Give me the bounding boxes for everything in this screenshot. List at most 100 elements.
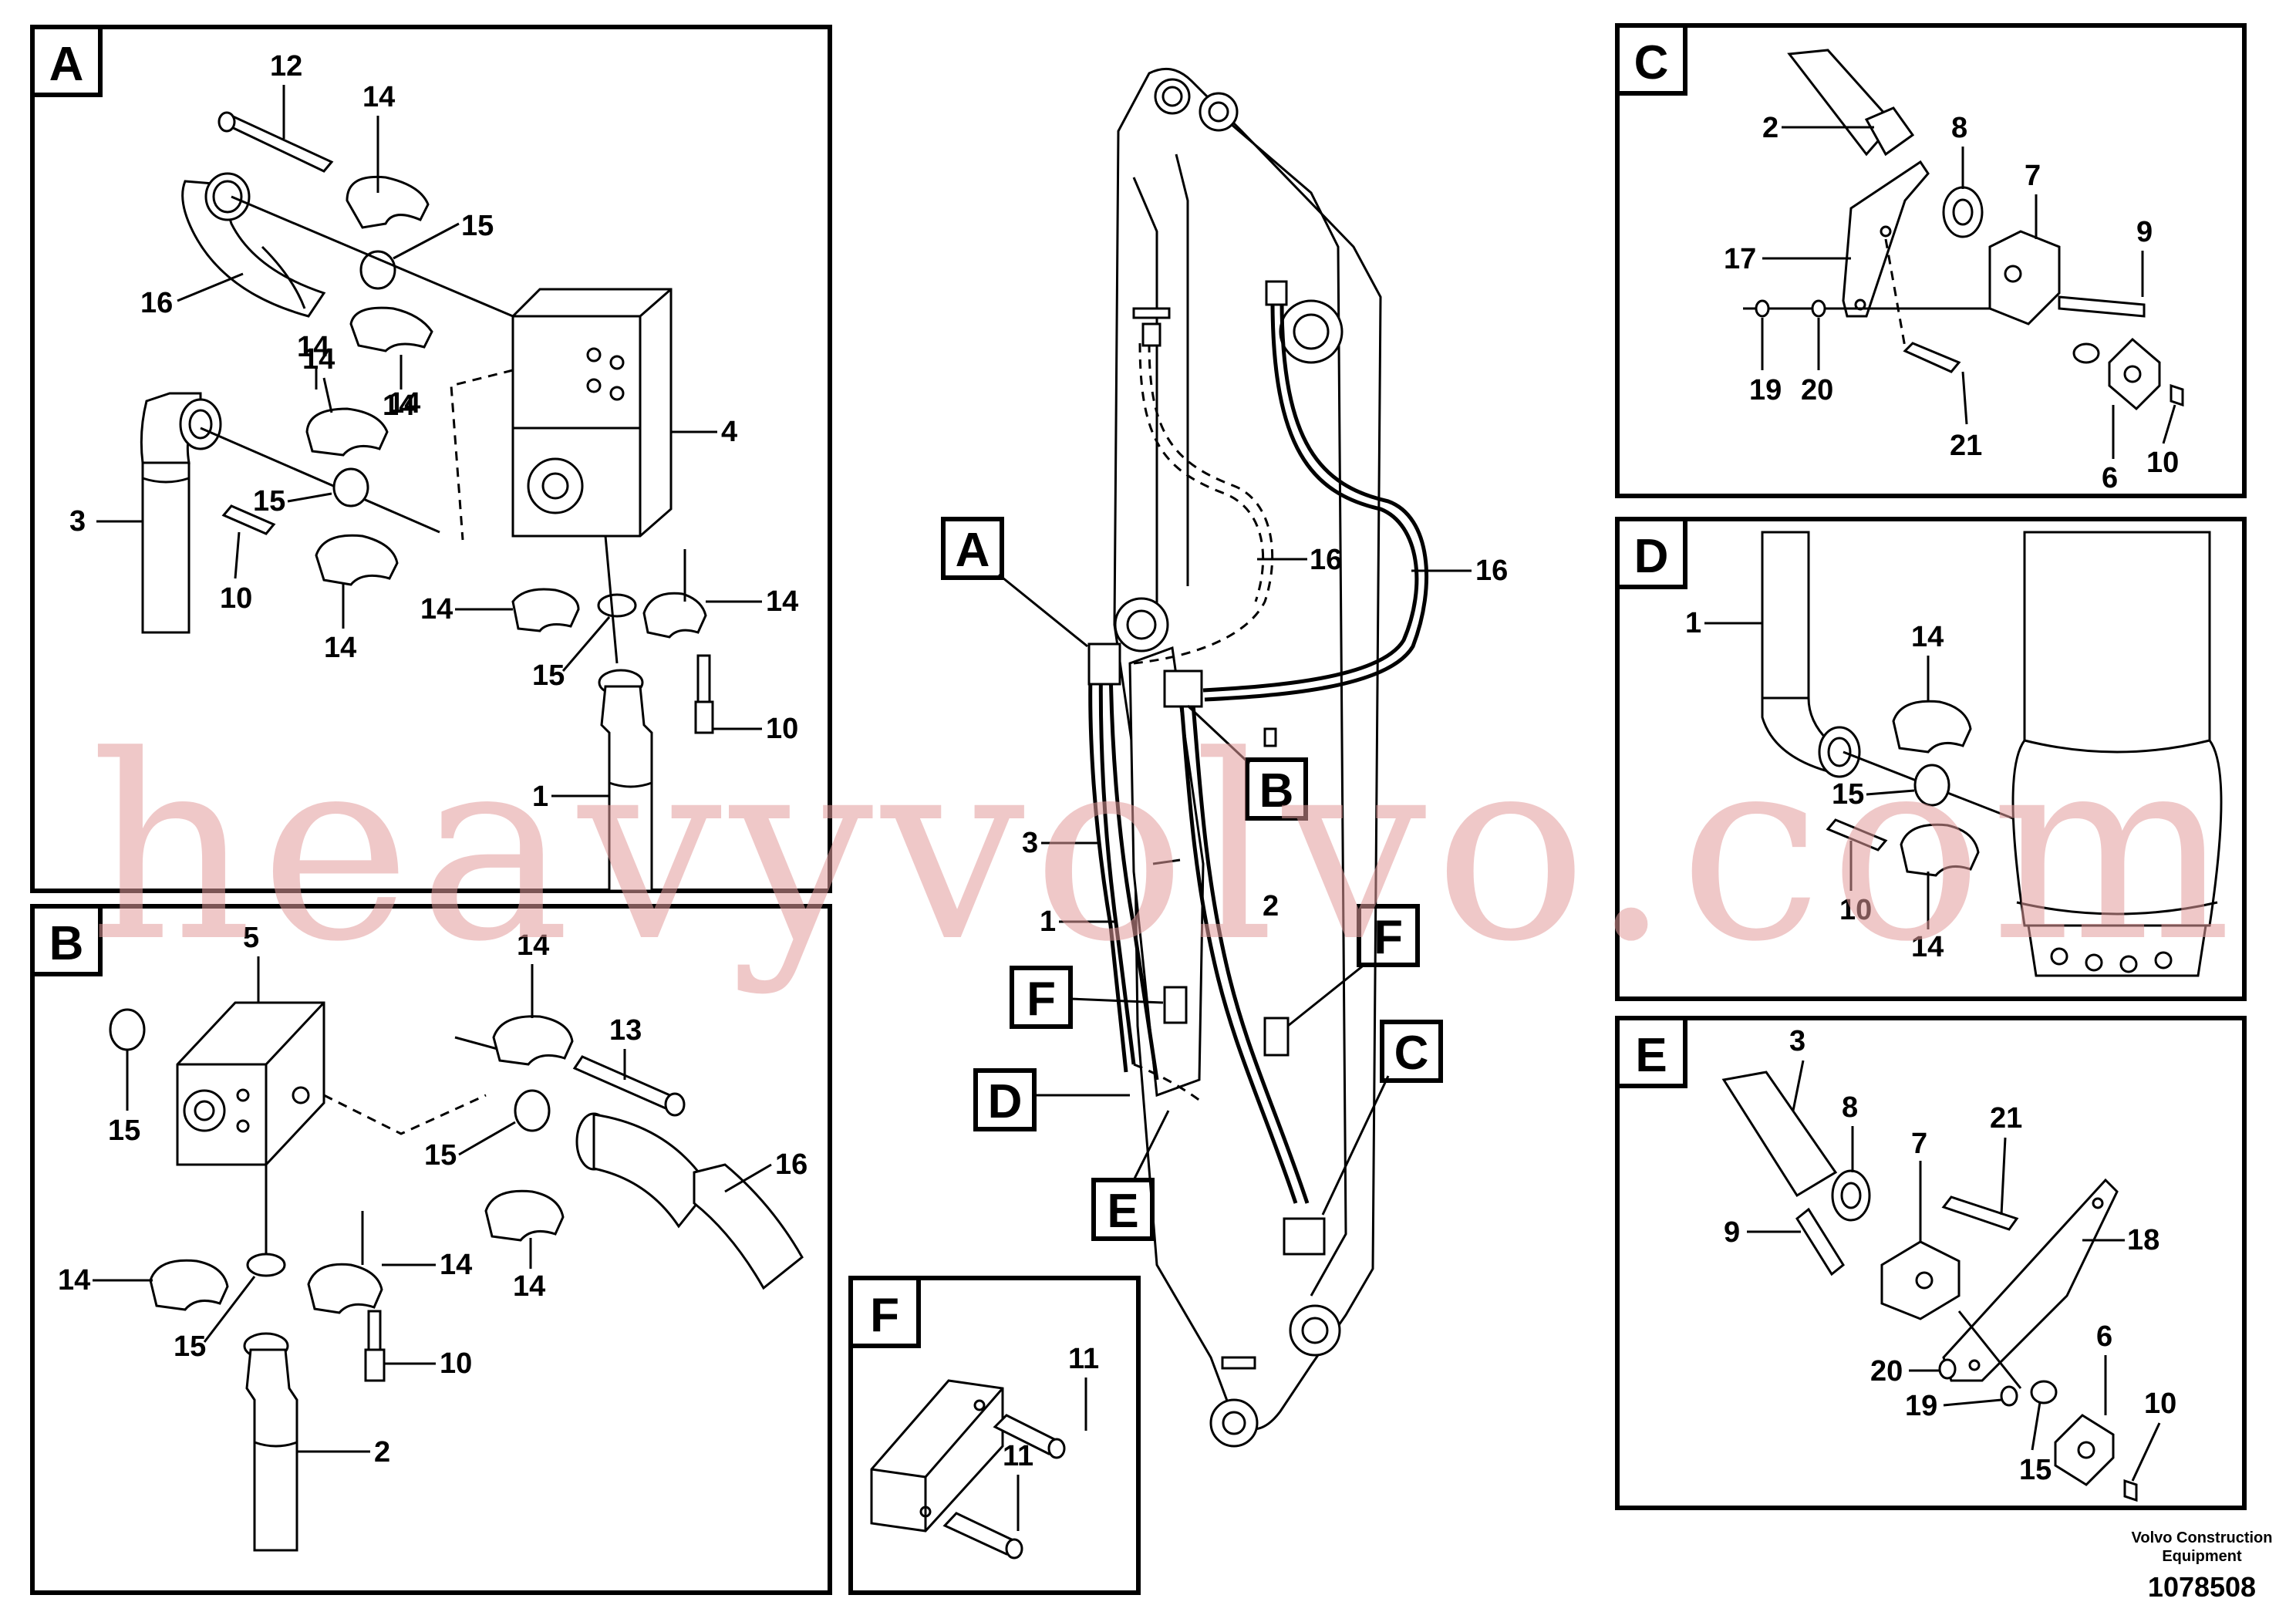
svg-text:16: 16 [140, 287, 173, 319]
svg-text:10: 10 [1839, 894, 1872, 926]
watermark: heavyvolvo.com [89, 701, 2240, 997]
svg-text:14: 14 [324, 632, 356, 664]
svg-text:15: 15 [108, 1114, 140, 1147]
manifold-block-b [1163, 669, 1203, 708]
washer-20 [1811, 299, 1826, 318]
view-ref-F-left [1010, 966, 1073, 1029]
hose-1 [1108, 647, 1159, 1081]
svg-text:15: 15 [174, 1330, 206, 1363]
washer-19 [1755, 299, 1770, 318]
spacer-block [870, 1379, 1004, 1533]
main-arm-assembly [1087, 67, 1429, 1448]
svg-text:C: C [1394, 1027, 1429, 1080]
svg-text:E: E [1635, 1029, 1667, 1082]
svg-text:9: 9 [2136, 216, 2153, 248]
o-ring-15d [109, 1008, 146, 1051]
fitting-8 [1942, 186, 1984, 238]
view-ref-B [1245, 757, 1308, 821]
svg-text:7: 7 [1911, 1128, 1927, 1160]
svg-text:9: 9 [1724, 1216, 1740, 1249]
bolt-21b [1941, 1195, 2019, 1231]
clamp-half-14g [492, 1015, 574, 1066]
hose-2 [1178, 686, 1298, 1204]
hose-16-hidden [1133, 342, 1274, 665]
svg-text:B: B [1259, 764, 1294, 818]
hose-3-detail-a [141, 461, 190, 634]
svg-text:19: 19 [1905, 1390, 1937, 1422]
detail-F: F 11 11 [848, 1276, 1141, 1595]
hose-16-right [1202, 300, 1419, 693]
svg-text:14: 14 [362, 81, 395, 113]
hose-16-end [181, 180, 326, 318]
clamp-half-14h [484, 1189, 565, 1242]
footer-block: Volvo Construction Equipment 1078508 [2132, 1529, 2273, 1603]
detail-D-frame [1615, 517, 2247, 1001]
svg-text:15: 15 [461, 210, 494, 242]
manifold-block-a [1087, 642, 1121, 686]
detail-F-frame [848, 1276, 1141, 1595]
svg-text:10: 10 [766, 713, 798, 745]
view-ref-C [1380, 1020, 1443, 1083]
svg-text:14: 14 [766, 585, 798, 618]
arm-top-pin-boss [1154, 78, 1191, 115]
svg-text:1: 1 [1040, 905, 1056, 938]
detail-C: C 2 17 8 7 9 6 10 [1615, 23, 2247, 498]
bolt-13 [572, 1055, 681, 1112]
bolt-10a [221, 504, 276, 535]
detail-D: D 1 14 15 10 14 [1615, 517, 2247, 1001]
svg-text:21: 21 [1990, 1102, 2022, 1135]
clamp-half-14d [315, 534, 399, 586]
svg-text:3: 3 [1022, 827, 1038, 859]
svg-text:14: 14 [440, 1249, 472, 1281]
svg-text:15: 15 [1832, 778, 1864, 811]
svg-text:3: 3 [69, 505, 86, 538]
arm-mid-pivot [1114, 597, 1169, 653]
clamp-half-14k [1892, 700, 1972, 754]
svg-text:19: 19 [1749, 374, 1782, 406]
hose-3-detail-e [1721, 1071, 1838, 1198]
svg-text:D: D [988, 1075, 1023, 1128]
svg-text:16: 16 [775, 1148, 807, 1181]
hose-3 [1088, 651, 1128, 1073]
svg-text:6: 6 [2102, 462, 2118, 494]
svg-text:16: 16 [1475, 555, 1508, 587]
bolt-10d [2170, 383, 2184, 407]
manifold-block-c [1283, 1217, 1326, 1256]
svg-text:13: 13 [609, 1014, 642, 1047]
detail-B: B 15 5 14 13 15 14 16 [30, 904, 832, 1595]
view-ref-E [1091, 1178, 1155, 1241]
clamp-half-14i [149, 1259, 229, 1311]
view-ref-D [973, 1068, 1037, 1131]
svg-text:5: 5 [243, 922, 259, 954]
svg-text:14: 14 [383, 389, 415, 422]
o-ring-15f [246, 1253, 286, 1277]
o-ring-15b [332, 467, 369, 508]
spacer-block-f [1163, 986, 1188, 1024]
svg-text:11: 11 [1003, 1440, 1033, 1472]
drawing-number: 1078508 [2148, 1571, 2256, 1603]
svg-text:3: 3 [1789, 1025, 1805, 1057]
flange-6 [2108, 337, 2161, 411]
detail-E: E 3 8 7 9 18 21 20 19 [1615, 1016, 2247, 1510]
split-flange-7 [1988, 230, 2061, 325]
svg-text:A: A [956, 524, 990, 577]
detail-A: A 12 14 15 16 14 14 4 [30, 25, 832, 893]
svg-text:10: 10 [440, 1347, 472, 1380]
svg-text:15: 15 [424, 1139, 457, 1172]
svg-text:15: 15 [532, 659, 565, 692]
svg-text:7: 7 [2025, 160, 2041, 192]
clamp-half-14c [305, 407, 389, 457]
svg-text:17: 17 [1724, 243, 1756, 275]
port-4 [527, 457, 584, 514]
svg-text:1: 1 [1685, 607, 1701, 639]
hose-1-detail-d [1761, 531, 1810, 700]
bolt-21 [1903, 342, 1961, 373]
split-flange-7b [1880, 1240, 1961, 1320]
svg-text:10: 10 [220, 582, 252, 615]
hose-16-detail-b [693, 1163, 804, 1290]
svg-text:10: 10 [2144, 1388, 2176, 1420]
clamp-half-14f [642, 592, 707, 639]
svg-text:2: 2 [374, 1436, 390, 1469]
detail-A-frame [30, 25, 832, 893]
